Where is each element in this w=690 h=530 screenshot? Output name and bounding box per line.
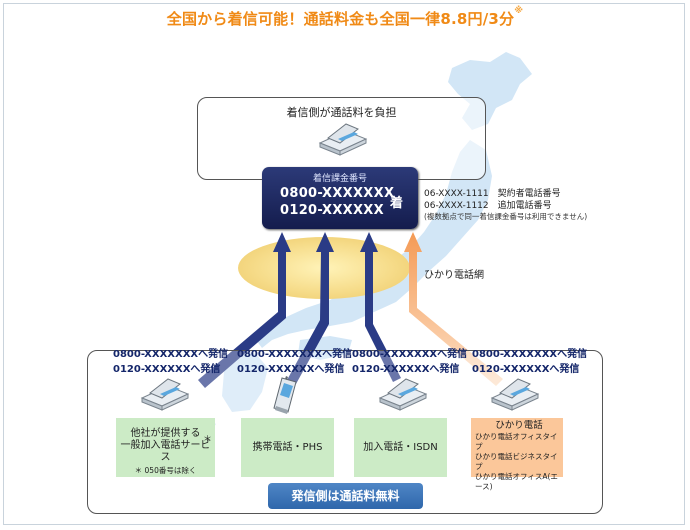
toll-free-number-header: 着信課金番号	[312, 174, 367, 184]
hikari-phone-item-office: ひかり電話オフィスタイプ	[475, 432, 558, 451]
headline-text: 全国から着信可能！通話料金も全国一律8.8円/3分	[166, 10, 515, 28]
hikari-phone-box: ひかり電話 ひかり電話オフィスタイプ ひかり電話ビジネスタイプ ひかり電話オフィ…	[471, 418, 563, 491]
caller-line-0120-1: 0120-XXXXXXへ発信	[113, 364, 221, 375]
hikari-phone-item-office-a: ひかり電話オフィスA(エース)	[475, 472, 558, 491]
hikari-network-label: ひかり電話網	[424, 270, 484, 281]
other-carrier-label-line2: 一般加入電話サービス	[120, 440, 211, 463]
kyushu-shape	[222, 350, 268, 412]
other-carrier-label-line1: 他社が提供する	[130, 428, 201, 439]
caller-line-0120-2: 0120-XXXXXXへ発信	[237, 364, 345, 375]
other-carrier-box: 他社が提供する 一般加入電話サービス ＊ 050番号は除く ＊	[116, 418, 215, 477]
side-note-contract-number: 06-XXXX-1111 契約者電話番号	[424, 189, 561, 199]
toll-free-number-box: 着信課金番号 0800-XXXXXXX 0120-XXXXXX 着	[262, 167, 418, 229]
toll-free-number-suffix: 着	[390, 196, 404, 211]
caller-line-0800-1: 0800-XXXXXXXへ発信	[113, 349, 229, 360]
landline-isdn-label: 加入電話・ISDN	[363, 442, 438, 453]
callee-label: 着信側が通話料を負担	[286, 106, 397, 119]
outer-frame	[3, 3, 685, 525]
headline-footnote-mark: ※	[514, 6, 524, 16]
toll-free-number-0800: 0800-XXXXXXX	[280, 186, 395, 201]
other-carrier-star: ＊	[202, 435, 212, 445]
caller-line-0120-4: 0120-XXXXXXへ発信	[472, 364, 580, 375]
side-note-additional-number: 06-XXXX-1112 追加電話番号	[424, 201, 552, 211]
callee-phone-icon	[318, 123, 368, 156]
caller-line-0120-3: 0120-XXXXXXへ発信	[352, 364, 460, 375]
side-note-restriction: (複数拠点で同一着信課金番号は利用できません)	[424, 212, 588, 221]
hikari-phone-title: ひかり電話	[495, 420, 543, 431]
arrow-from-landline	[360, 232, 401, 382]
arrow-from-other-carrier	[198, 232, 291, 388]
caller-free-label: 発信側は通話料無料	[268, 483, 423, 509]
arrow-from-hikari	[404, 232, 503, 386]
other-carrier-note: ＊ 050番号は除く	[134, 466, 197, 475]
arrow-from-mobile	[287, 232, 334, 384]
mobile-phs-label: 携帯電話・PHS	[252, 442, 323, 453]
toll-free-number-0120: 0120-XXXXXX	[280, 203, 384, 218]
mobile-phs-box: 携帯電話・PHS	[241, 418, 334, 477]
landline-phone-icon	[378, 378, 428, 411]
hikari-phone-item-business: ひかり電話ビジネスタイプ	[475, 452, 558, 471]
caller-line-0800-3: 0800-XXXXXXXへ発信	[352, 349, 468, 360]
hikari-phone-icon	[490, 378, 540, 411]
caller-line-0800-2: 0800-XXXXXXXへ発信	[237, 349, 353, 360]
landline-isdn-box: 加入電話・ISDN	[354, 418, 447, 477]
other-carrier-phone-icon	[140, 378, 190, 411]
caller-line-0800-4: 0800-XXXXXXXへ発信	[472, 349, 588, 360]
mobile-phone-icon	[273, 376, 297, 414]
headline: 全国から着信可能！通話料金も全国一律8.8円/3分※	[0, 6, 690, 29]
